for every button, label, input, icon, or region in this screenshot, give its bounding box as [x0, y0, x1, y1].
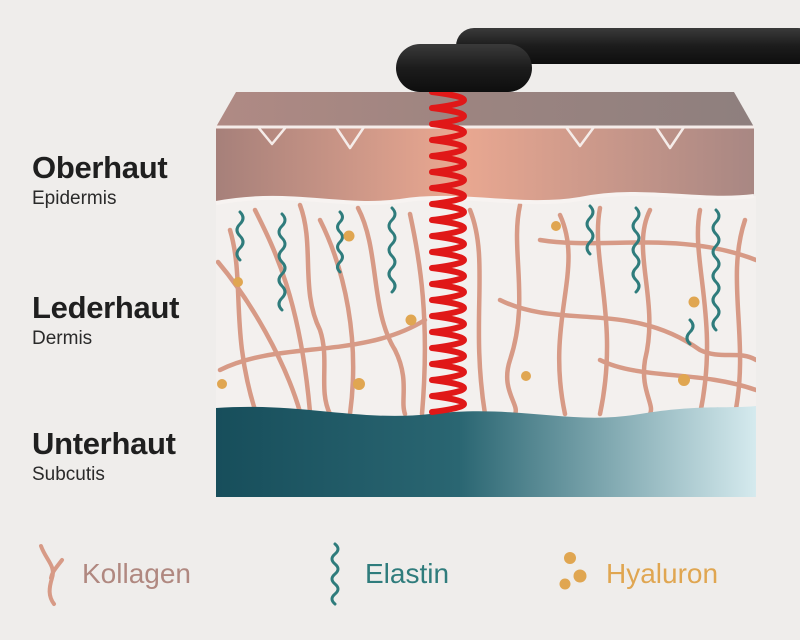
label-dermis: Lederhaut Dermis: [32, 292, 179, 348]
layer-name: Oberhaut: [32, 150, 168, 185]
dermis-layer: [216, 196, 756, 418]
subcutis-layer: [216, 406, 756, 497]
elastin-fiber-icon: [330, 542, 340, 606]
legend-label: Kollagen: [82, 558, 191, 589]
rf-energy-coil: [429, 89, 467, 415]
layer-latin-name: Subcutis: [32, 464, 105, 485]
layer-name: Lederhaut: [32, 290, 180, 325]
hyaluron-dots-icon: [559, 552, 587, 590]
rf-device: [396, 28, 800, 92]
label-epidermis: Oberhaut Epidermis: [32, 150, 168, 209]
legend-label: Hyaluron: [606, 558, 719, 589]
legend-label: Elastin: [365, 558, 450, 589]
layer-latin-name: Epidermis: [32, 188, 117, 209]
label-subcutis: Unterhaut Subcutis: [32, 428, 176, 484]
layer-latin-name: Dermis: [32, 328, 93, 349]
collagen-fiber-icon: [39, 544, 64, 606]
elastin-fibers: [235, 204, 721, 346]
hyaluron-dots: [217, 221, 700, 390]
layer-name: Unterhaut: [32, 426, 176, 461]
collagen-fibers: [216, 202, 756, 417]
epidermis-layer: [215, 92, 755, 205]
